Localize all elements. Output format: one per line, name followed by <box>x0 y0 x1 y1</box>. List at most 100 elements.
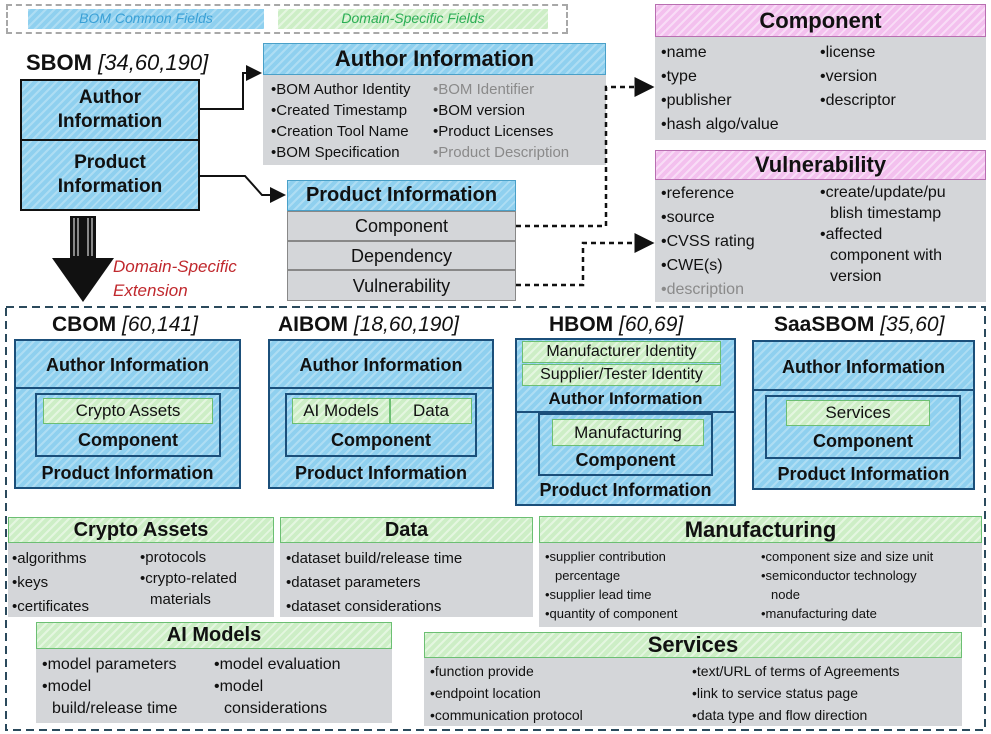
author-info-col2: •BOM Identifier •BOM version •Product Li… <box>433 79 569 163</box>
hbom-author-label: Author Information <box>548 389 703 408</box>
component-field: •descriptor <box>820 92 896 109</box>
ai-models-body: •model parameters •model build/release t… <box>36 649 392 723</box>
author-field: •Product Description <box>433 144 570 161</box>
aibom-data-field: Data <box>390 398 472 424</box>
vulnerability-field: component with <box>830 247 943 264</box>
ai-model-field: •model <box>42 678 92 695</box>
component-col1: •name •type •publisher •hash algo/value <box>661 41 779 137</box>
component-field: •license <box>820 44 876 61</box>
component-field: •version <box>820 68 878 85</box>
saasbom-product-label: Product Information <box>777 464 950 484</box>
product-info-row-vulnerability: Vulnerability <box>287 270 516 301</box>
extension-label: Domain-Specific Extension <box>113 257 237 300</box>
crypto-assets-header: Crypto Assets <box>8 517 274 543</box>
hbom-product-label: Product Information <box>539 480 712 500</box>
aibom-author-label: Author Information <box>299 355 463 375</box>
crypto-field: •protocols <box>140 549 207 566</box>
author-field: •BOM Specification <box>271 144 400 161</box>
cbom-product-label: Product Information <box>41 463 214 483</box>
sbom-block <box>20 79 200 211</box>
author-field: •Created Timestamp <box>271 102 408 119</box>
hbom-name: HBOM <box>549 313 614 336</box>
product-info-row-label: Component <box>354 216 449 236</box>
cbom-name: CBOM <box>52 313 117 336</box>
component-field: •type <box>661 68 697 85</box>
component-header: Component <box>655 4 986 37</box>
manufacturing-field: •supplier contribution <box>545 549 666 564</box>
saasbom-name: SaaSBOM <box>774 313 875 336</box>
services-col2: •text/URL of terms of Agreements •link t… <box>692 660 899 726</box>
author-field: •Product Licenses <box>433 123 554 140</box>
legend-domain-swatch <box>278 9 548 29</box>
legend <box>6 4 568 34</box>
manufacturing-field: percentage <box>555 568 621 583</box>
ai-model-field: considerations <box>224 700 328 717</box>
saasbom-component-label: Component <box>813 431 913 451</box>
aibom-name: AIBOM <box>278 313 348 336</box>
cbom-crypto-field: Crypto Assets <box>43 398 213 424</box>
saasbom-title: SaaSBOM [35,60] <box>774 313 944 337</box>
aibom-product-label: Product Information <box>295 463 467 483</box>
cbom-author-label: Author Information <box>46 355 209 375</box>
vulnerability-field: •affected <box>820 226 883 243</box>
manufacturing-field: •quantity of component <box>545 606 678 621</box>
aibom-title: AIBOM [18,60,190] <box>278 313 459 337</box>
product-info-row-dependency: Dependency <box>287 241 516 270</box>
component-field: •publisher <box>661 92 732 109</box>
manufacturing-field: •supplier lead time <box>545 587 652 602</box>
vulnerability-field: •CVSS rating <box>661 233 755 250</box>
ai-models-header: AI Models <box>36 622 392 649</box>
sbom-author-label: Author Information <box>57 87 163 132</box>
service-field: •text/URL of terms of Agreements <box>692 663 900 679</box>
crypto-field: •crypto-related <box>140 570 237 587</box>
data-body: •dataset build/release time •dataset par… <box>280 543 533 617</box>
sbom-name: SBOM <box>26 50 92 75</box>
saasbom-component-frame <box>765 395 961 459</box>
author-field: •BOM version <box>433 102 525 119</box>
crypto-field: •algorithms <box>12 550 87 567</box>
vulnerability-field: •CWE(s) <box>661 257 723 274</box>
hbom-product-frame <box>515 411 736 506</box>
hbom-component-label: Component <box>575 450 676 470</box>
sbom-product-arrow <box>200 175 286 203</box>
component-field: •name <box>661 44 707 61</box>
product-info-row-label: Dependency <box>350 246 453 266</box>
vulnerability-link-arrow <box>516 233 655 287</box>
component-col2: •license •version •descriptor <box>820 41 896 113</box>
vulnerability-field: •source <box>661 209 715 226</box>
services-col1: •function provide •endpoint location •co… <box>430 660 583 726</box>
data-field: •dataset parameters <box>286 574 421 591</box>
cbom-component-frame <box>35 393 221 457</box>
author-field: •BOM Identifier <box>433 81 535 98</box>
service-field: •function provide <box>430 663 534 679</box>
services-body: •function provide •endpoint location •co… <box>424 658 962 726</box>
component-body: •name •type •publisher •hash algo/value … <box>655 37 986 140</box>
hbom-title: HBOM [60,69] <box>549 313 683 337</box>
manufacturing-field: node <box>771 587 800 602</box>
product-info-header: Product Information <box>287 180 516 211</box>
vulnerability-col1: •reference •source •CVSS rating •CWE(s) … <box>661 182 755 302</box>
ai-model-field: •model parameters <box>42 656 177 673</box>
sbom-author-arrow <box>200 65 262 110</box>
manufacturing-field: •manufacturing date <box>761 606 877 621</box>
crypto-assets-body: •algorithms •keys •certificates •protoco… <box>8 543 274 617</box>
sbom-refs: [34,60,190] <box>98 50 209 75</box>
product-info-row-label: Vulnerability <box>352 276 451 296</box>
author-info-body: •BOM Author Identity •Created Timestamp … <box>263 75 606 165</box>
vulnerability-field: •description <box>661 281 744 298</box>
aibom-component-label: Component <box>331 430 431 450</box>
manufacturing-body: •supplier contribution percentage •suppl… <box>539 543 982 627</box>
cbom-refs: [60,141] <box>122 313 198 336</box>
sbom-divider <box>20 139 200 141</box>
saasbom-refs: [35,60] <box>880 313 945 336</box>
services-header: Services <box>424 632 962 658</box>
component-field: •hash algo/value <box>661 116 779 133</box>
vulnerability-col2: •create/update/pu blish timestamp •affec… <box>820 182 946 287</box>
saasbom-services-field: Services <box>786 400 930 426</box>
cbom-title: CBOM [60,141] <box>52 313 198 337</box>
hbom-manufacturer-field: Manufacturer Identity <box>522 341 721 363</box>
author-info-col1: •BOM Author Identity •Created Timestamp … <box>271 79 410 163</box>
legend-common-swatch <box>28 9 264 29</box>
ai-models-col1: •model parameters •model build/release t… <box>42 654 177 720</box>
